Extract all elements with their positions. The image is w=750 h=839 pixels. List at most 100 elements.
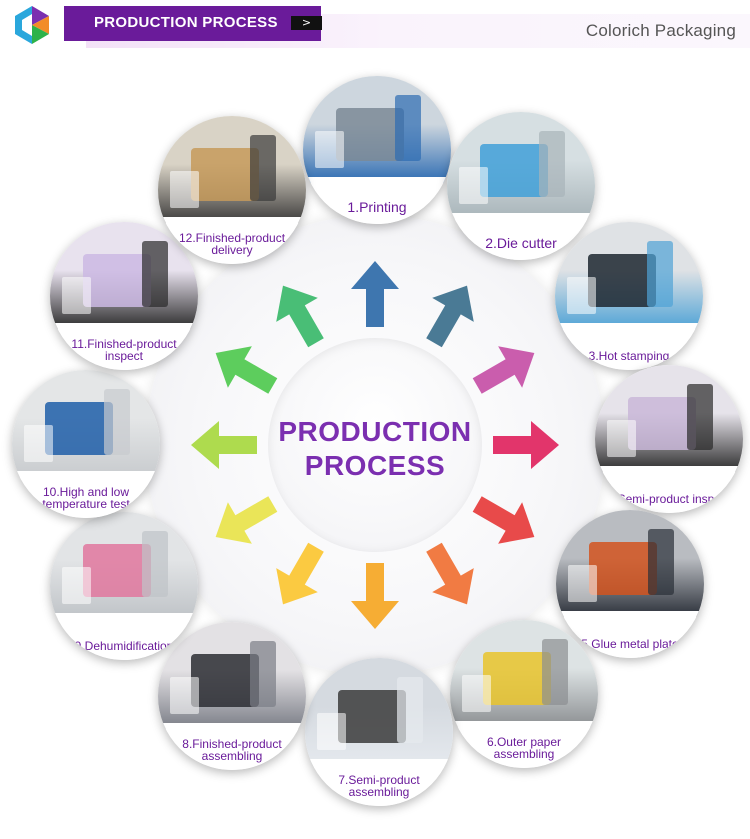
photo-shape (337, 689, 406, 744)
brand-name: Colorich Packaging (585, 21, 736, 40)
step-label-area (595, 465, 743, 513)
step-label: 1.Printing (347, 199, 407, 215)
process-step: 9.Dehumidification (50, 512, 198, 660)
step-label-area (50, 612, 198, 660)
photo-shape (396, 677, 424, 744)
process-arrow-icon (472, 346, 535, 394)
photo-shape (190, 147, 259, 202)
photo-shape (249, 641, 277, 708)
process-arrow-icon (215, 346, 278, 394)
step-label: 7.Semi-product assembling (338, 773, 420, 799)
photo-shape (587, 253, 656, 308)
logo-segment (32, 16, 49, 34)
photo-shape (646, 241, 674, 308)
page-title: PRODUCTION PROCESS (94, 14, 278, 31)
process-arrow-icon (493, 421, 559, 469)
step-label-area (305, 758, 453, 806)
arrow-tag: > (291, 16, 322, 30)
step-label: 5.Glue metal plate (581, 637, 679, 651)
step-photo (50, 512, 198, 619)
process-arrow-icon (472, 496, 535, 544)
step-photo (450, 620, 598, 727)
process-arrow-icon (426, 542, 474, 605)
photo-shape (249, 135, 277, 202)
step-label: 2.Die cutter (485, 235, 557, 251)
step-label: 8.Finished-product assembling (182, 737, 282, 763)
photo-shape (169, 677, 200, 714)
photo-shape (82, 253, 151, 308)
step-label-area (303, 176, 451, 224)
photo-shape (541, 639, 569, 706)
step-label: 11.Finished-product inspect (71, 337, 177, 363)
photo-shape (23, 425, 54, 462)
step-label-area (450, 720, 598, 768)
step-photo (303, 76, 451, 183)
photo-shape (103, 389, 131, 456)
photo-shape (82, 543, 151, 598)
photo-shape (686, 384, 714, 451)
process-step: 12.Finished-product delivery (158, 116, 306, 264)
step-label-area (158, 722, 306, 770)
photo-shape (566, 277, 597, 314)
photo-shape (479, 143, 548, 198)
process-step: 1.Printing (303, 76, 451, 224)
step-label: 12.Finished-product delivery (178, 231, 286, 257)
process-arrow-icon (276, 285, 324, 348)
process-arrow-icon (191, 421, 257, 469)
process-arrow-icon (351, 261, 399, 327)
process-step: 7.Semi-product assembling (305, 658, 453, 806)
process-step: 10.High and low temperature test (12, 370, 160, 518)
photo-shape (190, 653, 259, 708)
photo-shape (606, 420, 637, 457)
step-label: 3.Hot stamping (588, 349, 670, 363)
center-title: PRODUCTION PROCESS (265, 415, 485, 483)
step-photo (12, 370, 160, 477)
step-label-area (158, 216, 306, 264)
photo-shape (482, 651, 551, 706)
step-label: 10.High and low temperature test (42, 485, 130, 511)
center-title-line1: PRODUCTION (278, 416, 472, 447)
photo-shape (61, 277, 92, 314)
logo-segment (32, 25, 49, 44)
logo-segment (32, 6, 49, 25)
photo-shape (588, 541, 657, 596)
step-label-area (50, 322, 198, 370)
process-step: 6.Outer paper assembling (450, 620, 598, 768)
photo-shape (458, 167, 489, 204)
step-photo (555, 222, 703, 329)
process-arrow-icon (215, 496, 278, 544)
step-photo (50, 222, 198, 329)
process-arrow-icon (426, 285, 474, 348)
step-photo (556, 510, 704, 617)
process-step: 3.Hot stamping (555, 222, 703, 370)
logo-segment (15, 6, 32, 44)
process-step: 4.Semi-product inspect (595, 365, 743, 513)
process-arrow-icon (351, 563, 399, 629)
photo-shape (169, 171, 200, 208)
photo-shape (44, 401, 113, 456)
header-title-box: PRODUCTION PROCESS (64, 6, 321, 41)
photo-shape (647, 529, 675, 596)
photo-shape (461, 675, 492, 712)
photo-shape (314, 131, 345, 168)
photo-shape (316, 713, 347, 750)
step-label-area (12, 470, 160, 518)
step-photo (447, 112, 595, 219)
photo-shape (61, 567, 92, 604)
step-photo (305, 658, 453, 765)
brand-logo-icon (15, 6, 49, 44)
photo-shape (538, 131, 566, 198)
photo-shape (141, 531, 169, 598)
photo-shape (394, 95, 422, 162)
step-label: 4.Semi-product inspect (607, 492, 731, 506)
photo-shape (627, 396, 696, 451)
photo-shape (335, 107, 404, 162)
photo-shape (567, 565, 598, 602)
center-inner-disc (268, 338, 482, 552)
center-title-line2: PROCESS (304, 450, 446, 481)
step-label-area (555, 322, 703, 370)
step-label: 6.Outer paper assembling (486, 735, 562, 761)
step-photo (158, 116, 306, 223)
step-photo (595, 365, 743, 472)
